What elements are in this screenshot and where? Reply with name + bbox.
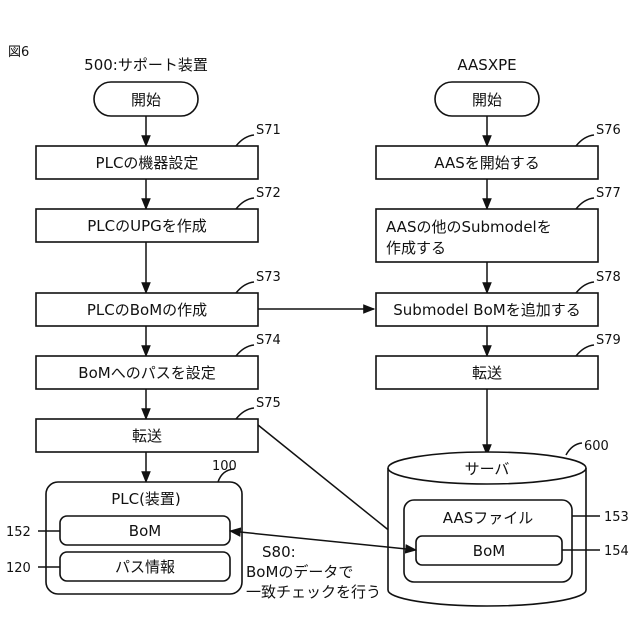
step-s74: BoMへのパスを設定 S74 (36, 333, 281, 389)
step-s75-text: 転送 (132, 427, 162, 445)
step-s72-id: S72 (256, 186, 281, 201)
step-s77-id: S77 (596, 186, 621, 201)
right-start-label: 開始 (472, 91, 502, 109)
step-s79: 転送 S79 (376, 333, 621, 389)
plc-device: PLC(装置) 100 BoM 152 パス情報 120 (6, 459, 242, 594)
step-s78-text: Submodel BoMを追加する (393, 301, 580, 319)
plc-bom-ref: 152 (6, 525, 31, 540)
plc-bom-box: BoM (60, 516, 230, 545)
plc-path-info-ref: 120 (6, 561, 31, 576)
step-s74-leader (236, 345, 254, 356)
right-column-title: AASXPE (457, 56, 516, 74)
server-leader (566, 443, 582, 455)
step-s74-id: S74 (256, 333, 281, 348)
left-start-label: 開始 (131, 91, 161, 109)
step-s73-text: PLCのBoMの作成 (87, 301, 207, 319)
left-column-title: 500:サポート装置 (84, 56, 208, 74)
step-s77-leader (576, 198, 594, 209)
server-ref: 600 (584, 439, 609, 454)
compare-note-id: S80: (262, 543, 296, 561)
plc-path-info-box: パス情報 (60, 552, 230, 581)
step-s71-text: PLCの機器設定 (96, 154, 199, 172)
step-s71: PLCの機器設定 S71 (36, 123, 281, 179)
step-s73-leader (236, 282, 254, 293)
step-s71-leader (236, 135, 254, 146)
step-s77-text-line1: AASの他のSubmodelを (386, 218, 552, 236)
step-s77: AASの他のSubmodelを 作成する S77 (376, 186, 621, 262)
plc-title: PLC(装置) (111, 490, 181, 508)
step-s78: Submodel BoMを追加する S78 (376, 270, 621, 326)
plc-ref: 100 (212, 459, 237, 474)
aas-file-label: AASファイル (443, 509, 533, 527)
step-s77-text-line2: 作成する (386, 239, 446, 257)
step-s74-text: BoMへのパスを設定 (78, 364, 215, 382)
plc-bom-label: BoM (129, 522, 161, 540)
step-s73: PLCのBoMの作成 S73 (36, 270, 281, 326)
compare-note-line2: 一致チェックを行う (246, 583, 381, 601)
left-start-terminal: 開始 (94, 82, 198, 116)
plc-path-info-label: パス情報 (115, 558, 175, 576)
server-bom-box: BoM (416, 536, 562, 565)
server-title: サーバ (465, 460, 510, 478)
step-s72-leader (236, 198, 254, 209)
step-s75: 転送 S75 (36, 396, 281, 452)
right-start-terminal: 開始 (435, 82, 539, 116)
step-s78-leader (576, 282, 594, 293)
step-s75-id: S75 (256, 396, 281, 411)
compare-note: S80: BoMのデータで 一致チェックを行う (246, 543, 381, 601)
step-s78-id: S78 (596, 270, 621, 285)
step-s71-id: S71 (256, 123, 281, 138)
aas-file-ref: 153 (604, 510, 629, 525)
step-s72-text: PLCのUPGを作成 (87, 217, 207, 235)
step-s76: AASを開始する S76 (376, 123, 621, 179)
figure-label: 図6 (8, 45, 29, 60)
step-s79-leader (576, 345, 594, 356)
step-s72: PLCのUPGを作成 S72 (36, 186, 281, 242)
step-s79-text: 転送 (472, 364, 502, 382)
step-s75-leader (236, 408, 254, 419)
server-bom-label: BoM (473, 542, 505, 560)
step-s73-id: S73 (256, 270, 281, 285)
step-s76-text: AASを開始する (434, 154, 539, 172)
step-s76-id: S76 (596, 123, 621, 138)
step-s79-id: S79 (596, 333, 621, 348)
server-cylinder: サーバ 600 AASファイル 153 BoM 154 (388, 439, 629, 606)
server-bom-ref: 154 (604, 544, 629, 559)
step-s76-leader (576, 135, 594, 146)
compare-note-line1: BoMのデータで (246, 563, 353, 581)
